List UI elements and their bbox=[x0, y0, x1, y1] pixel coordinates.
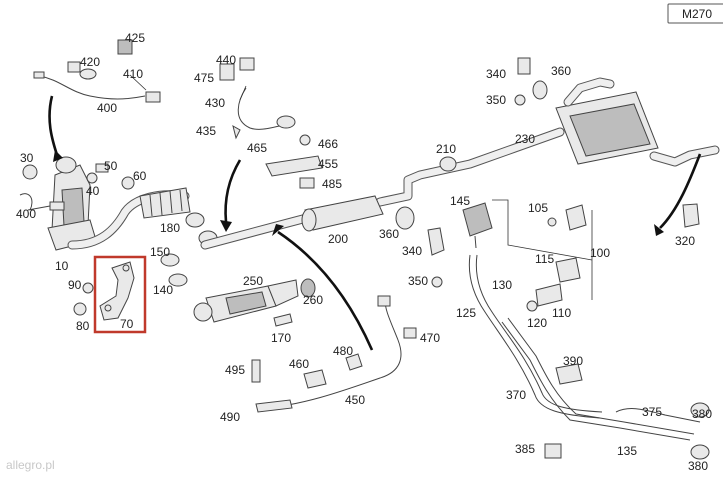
model-badge-text: M270 bbox=[682, 7, 712, 21]
callout-200: 200 bbox=[328, 232, 348, 246]
pressure-lines-130 bbox=[468, 254, 701, 441]
model-badge: M270 bbox=[667, 3, 723, 24]
callout-150: 150 bbox=[150, 245, 170, 259]
callout-495: 495 bbox=[225, 363, 245, 377]
callout-460: 460 bbox=[289, 357, 309, 371]
sensor-145 bbox=[462, 202, 493, 249]
group-brackets bbox=[129, 74, 593, 300]
callout-485: 485 bbox=[322, 177, 342, 191]
callout-370: 370 bbox=[506, 388, 526, 402]
callout-140: 140 bbox=[153, 283, 173, 297]
callout-360-center: 360 bbox=[379, 227, 399, 241]
callout-labels: 425 420 410 400 30 50 60 40 400 10 90 80… bbox=[16, 31, 712, 473]
mount-140-150 bbox=[160, 253, 188, 287]
oxygen-sensor-400-lower bbox=[19, 164, 65, 211]
callout-125: 125 bbox=[456, 306, 476, 320]
bolts-80-90 bbox=[73, 282, 94, 316]
callout-340-center: 340 bbox=[402, 244, 422, 258]
callout-390: 390 bbox=[563, 354, 583, 368]
callout-400-lower: 400 bbox=[16, 207, 36, 221]
callout-80: 80 bbox=[76, 319, 90, 333]
converter-250 bbox=[193, 278, 316, 323]
callout-450: 450 bbox=[345, 393, 365, 407]
callout-100: 100 bbox=[590, 246, 610, 260]
hangers-center bbox=[395, 206, 445, 288]
callout-260: 260 bbox=[303, 293, 323, 307]
callout-50: 50 bbox=[104, 159, 118, 173]
callout-90: 90 bbox=[68, 278, 82, 292]
bracket-455-466 bbox=[265, 134, 323, 189]
callout-180: 180 bbox=[160, 221, 180, 235]
sensor-line-450 bbox=[251, 295, 417, 413]
callout-470: 470 bbox=[420, 331, 440, 345]
callout-120: 120 bbox=[527, 316, 547, 330]
flexible-coupling bbox=[139, 187, 191, 219]
clamp-170 bbox=[273, 313, 293, 327]
resonator-200 bbox=[301, 195, 384, 232]
highlight-box-70 bbox=[93, 255, 147, 334]
callout-455: 455 bbox=[318, 157, 338, 171]
callout-115: 115 bbox=[535, 252, 554, 266]
bracket-70 bbox=[93, 255, 147, 334]
clamp-210 bbox=[439, 156, 457, 172]
callout-340-upper: 340 bbox=[486, 67, 506, 81]
callout-400-upper: 400 bbox=[97, 101, 117, 115]
callout-250: 250 bbox=[243, 274, 263, 288]
callout-425: 425 bbox=[125, 31, 145, 45]
callout-475: 475 bbox=[194, 71, 214, 85]
callout-350-upper: 350 bbox=[486, 93, 506, 107]
callout-380-upper: 380 bbox=[692, 407, 712, 421]
callout-230: 230 bbox=[515, 132, 535, 146]
callout-375: 375 bbox=[642, 405, 662, 419]
callout-10: 10 bbox=[55, 259, 69, 273]
hardware-40-50-60 bbox=[86, 163, 135, 190]
indicator-arrows bbox=[48, 95, 702, 351]
callout-130: 130 bbox=[492, 278, 512, 292]
callout-40: 40 bbox=[86, 184, 100, 198]
oxygen-sensor-430 bbox=[219, 57, 296, 140]
callout-385: 385 bbox=[515, 442, 535, 456]
tailpipe-trim-320 bbox=[682, 203, 700, 228]
callout-466: 466 bbox=[318, 137, 338, 151]
callout-490: 490 bbox=[220, 410, 240, 424]
callout-210: 210 bbox=[436, 142, 456, 156]
callout-70: 70 bbox=[120, 317, 134, 331]
hangers-340-360-upper bbox=[514, 57, 548, 106]
callout-435: 435 bbox=[196, 124, 216, 138]
callout-170: 170 bbox=[271, 331, 291, 345]
watermark-text: allegro.pl bbox=[6, 458, 55, 472]
callout-420: 420 bbox=[80, 55, 100, 69]
callout-465: 465 bbox=[247, 141, 267, 155]
callout-110: 110 bbox=[552, 306, 571, 320]
callout-145: 145 bbox=[450, 194, 470, 208]
bracket-100-hardware bbox=[526, 204, 587, 312]
callout-350-center: 350 bbox=[408, 274, 428, 288]
clamps-lower-right bbox=[544, 363, 710, 460]
callout-60: 60 bbox=[133, 169, 147, 183]
rear-muffler-230 bbox=[555, 77, 720, 167]
callout-430: 430 bbox=[205, 96, 225, 110]
callout-30: 30 bbox=[20, 151, 34, 165]
callout-135: 135 bbox=[617, 444, 637, 458]
callout-320: 320 bbox=[675, 234, 695, 248]
oxygen-sensor-400-upper bbox=[33, 39, 161, 103]
callout-360-upper: 360 bbox=[551, 64, 571, 78]
callout-380-lower: 380 bbox=[688, 459, 708, 473]
callout-105: 105 bbox=[528, 201, 548, 215]
callout-480: 480 bbox=[333, 344, 353, 358]
callout-440: 440 bbox=[216, 53, 236, 67]
callout-410: 410 bbox=[123, 67, 143, 81]
